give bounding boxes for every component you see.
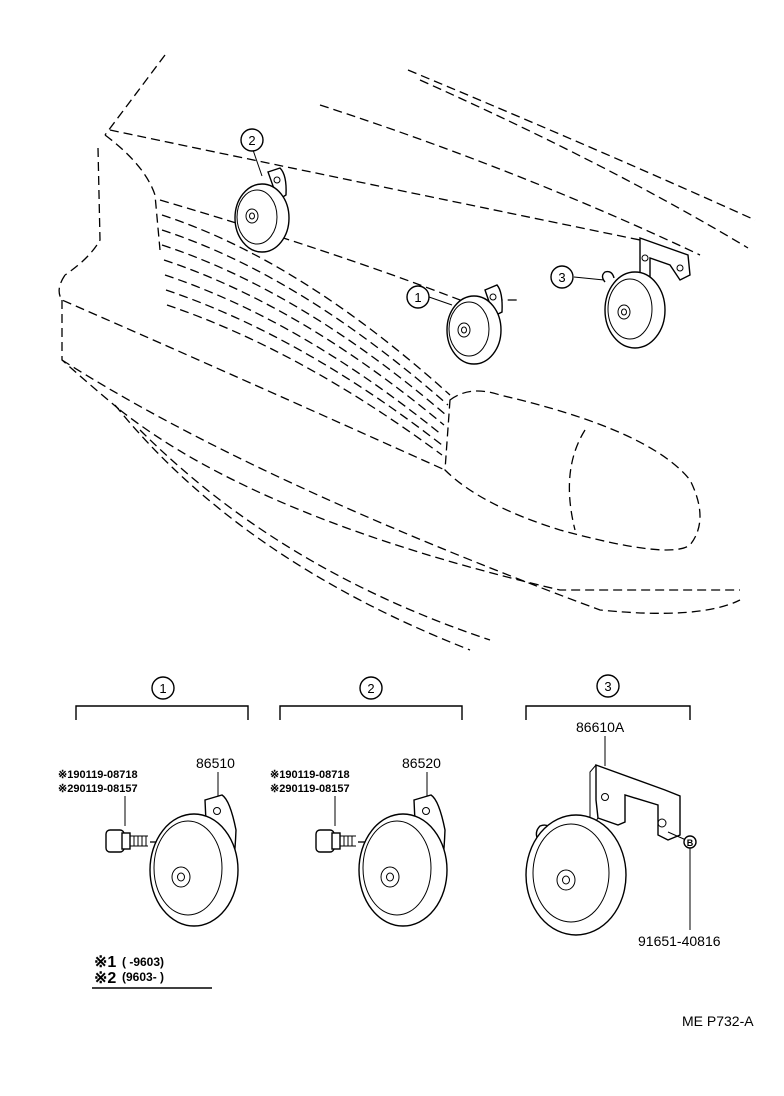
group-1-bolt-note-1: ※190119-08718	[58, 769, 138, 781]
group-1-horn	[149, 794, 239, 927]
callout-circle-2-top	[240, 128, 264, 152]
group-1-part-number: 86510	[196, 755, 235, 771]
bolt-marker-label: B	[687, 838, 694, 848]
group-2-number: 2	[367, 681, 374, 696]
group-3-horn	[525, 814, 627, 936]
diagram-code: ME P732-A	[682, 1013, 754, 1029]
group-2-horn	[358, 794, 448, 927]
group-3-number: 3	[604, 679, 611, 694]
date-range-legend: ※1 ( -9603) ※2 (9603- )	[92, 954, 212, 989]
callout-circle-1-top	[406, 285, 430, 309]
group-2-bolt	[315, 829, 366, 853]
legend-line-1-range: ( -9603)	[122, 955, 164, 969]
callout-label-2-top: 2	[248, 133, 255, 148]
callout-circle-3-top	[550, 265, 574, 289]
group-3-bolt-part-number: 91651-40816	[638, 933, 721, 949]
detail-group-2: 2 86520 ※190119-08718 ※290119-08157	[270, 676, 463, 927]
installed-horn-3: 3	[550, 237, 691, 349]
detail-group-3: 3 86610A B 91651-40816	[525, 674, 721, 949]
vehicle-front-outline	[58, 54, 756, 651]
callout-label-1-top: 1	[414, 290, 421, 305]
group-1-number: 1	[159, 681, 166, 696]
group-2-bolt-note-2: ※290119-08157	[270, 783, 350, 795]
installed-horn-1: 1	[406, 284, 503, 365]
callout-label-3-top: 3	[558, 270, 565, 285]
legend-line-2-mark: ※2	[94, 970, 116, 987]
legend-line-2-range: (9603- )	[122, 970, 164, 984]
group-1-bolt-note-2: ※290119-08157	[58, 783, 138, 795]
group-2-part-number: 86520	[402, 755, 441, 771]
legend-line-1-mark: ※1	[94, 954, 116, 971]
detail-group-1: 1 86510 ※190119-08718 ※290119-08157	[58, 676, 249, 927]
group-3-part-number: 86610A	[576, 719, 625, 735]
group-2-bolt-note-1: ※190119-08718	[270, 769, 350, 781]
group-1-bolt	[105, 829, 158, 853]
installed-horn-2: 2	[234, 128, 290, 253]
